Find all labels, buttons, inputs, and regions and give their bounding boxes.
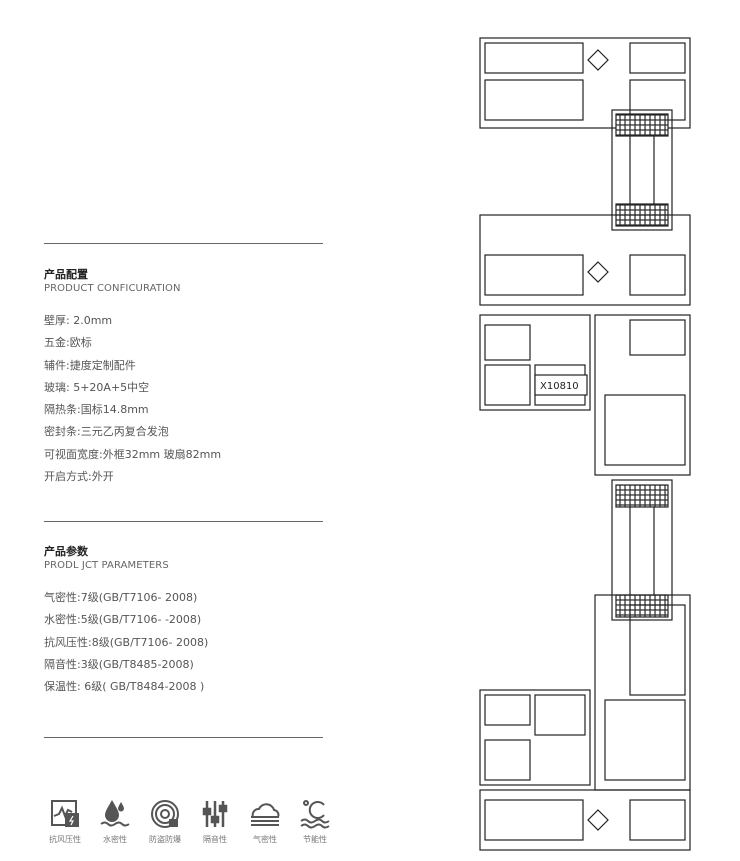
section-title: 产品参数 (44, 545, 88, 558)
wind-pressure-icon (51, 800, 79, 827)
feature-energy: 节能性 (290, 798, 340, 845)
spec-item: 隔音性:3级(GB/T8485-2008) (44, 657, 194, 671)
spec-item: 可视面宽度:外框32mm 玻扇82mm (44, 447, 222, 461)
mullion-section: X10810 (479, 314, 691, 476)
feature-air: 气密性 (240, 798, 290, 845)
section-subtitle: PRODL JCT PARAMETERS (44, 560, 169, 571)
product-config-section: 产品配置 PRODUCT CONFICURATION 壁厚: 2.0mm 五金:欧… (44, 268, 221, 488)
feature-sound: 隔音性 (190, 798, 240, 845)
lower-sash-glass (611, 479, 673, 621)
spec-item: 壁厚: 2.0mm (44, 314, 113, 327)
section-title: 产品配置 (44, 268, 88, 281)
feature-antitheft: 防盗防爆 (140, 798, 190, 845)
anti-theft-icon (151, 800, 179, 828)
water-tight-icon (100, 799, 130, 827)
lower-mullion (479, 594, 691, 791)
spec-item: 密封条:三元乙丙复合发泡 (44, 425, 169, 439)
energy-saving-icon (300, 800, 330, 829)
divider (44, 521, 323, 522)
spec-item: 水密性:5级(GB/T7106- -2008) (44, 613, 202, 627)
spec-item: 辅件:捷度定制配件 (44, 358, 136, 372)
feature-water: 水密性 (90, 798, 140, 845)
product-params-section: 产品参数 PRODL JCT PARAMETERS 气密性:7级(GB/T710… (44, 545, 208, 698)
air-tight-icon (251, 803, 280, 826)
spec-item: 抗风压性:8级(GB/T7106- 2008) (44, 635, 209, 649)
spec-item: 气密性:7级(GB/T7106- 2008) (44, 591, 198, 604)
window-profile-cross-section: X10810 (479, 37, 691, 851)
divider (44, 737, 323, 738)
bottom-frame (479, 789, 691, 851)
feature-wind: 抗风压性 (40, 798, 90, 845)
spec-item: 开启方式:外开 (44, 470, 114, 484)
section-subtitle: PRODUCT CONFICURATION (44, 283, 181, 294)
spec-item: 隔热条:国标14.8mm (44, 403, 149, 417)
profile-code: X10810 (540, 381, 579, 392)
middle-transom (479, 214, 691, 306)
spec-item: 五金:欧标 (44, 336, 92, 350)
upper-sash-glass (611, 109, 673, 231)
divider (44, 243, 323, 244)
spec-item: 玻璃: 5+20A+5中空 (44, 380, 150, 394)
sound-insulation-icon (202, 801, 228, 827)
feature-icons: 抗风压性 水密性 防盗防爆 隔音性 气密性 节能性 (40, 798, 340, 845)
spec-item: 保温性: 6级( GB/T8484-2008 ) (44, 680, 205, 694)
